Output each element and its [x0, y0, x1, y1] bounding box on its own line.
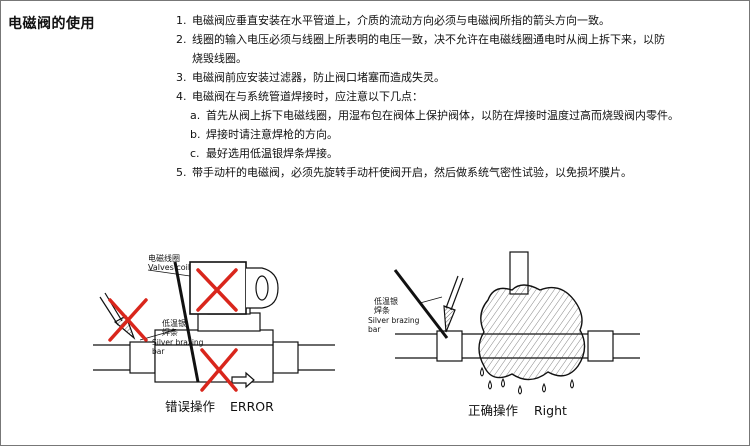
cross-icon: [200, 348, 238, 392]
error-labels: 电磁线圈 Valves coil 低温银 焊条 Silver brazing b…: [148, 253, 274, 414]
instruction-2-continued: 烧毁线圈。: [192, 52, 247, 65]
instruction-1: 1.电磁阀应垂直安装在水平管道上，介质的流动方向必须与电磁阀所指的箭头方向一致。: [176, 14, 610, 27]
instructions-list: 1.电磁阀应垂直安装在水平管道上，介质的流动方向必须与电磁阀所指的箭头方向一致。…: [176, 11, 736, 182]
error-caption-en: ERROR: [230, 399, 274, 414]
pipe: [93, 341, 335, 374]
instruction-4b: b.焊接时请注意焊枪的方向。: [190, 128, 338, 141]
svg-text:焊条: 焊条: [162, 327, 178, 337]
right-labels: 低温银 焊条 Silver brazing bar 正确操作 Right: [368, 296, 567, 418]
brazing-rod: [173, 261, 200, 383]
error-figure: [93, 261, 335, 389]
svg-text:Silver brazing: Silver brazing: [368, 316, 420, 325]
svg-text:焊条: 焊条: [374, 305, 390, 315]
torch: [99, 292, 136, 340]
right-figure: [393, 251, 640, 381]
instruction-2: 2.线圈的输入电压必须与线圈上所表明的电压一致，决不允许在电磁线圈通电时从阀上拆…: [176, 33, 665, 46]
instruction-4: 4.电磁阀在与系统管道焊接时，应注意以下几点：: [176, 90, 423, 103]
svg-text:Silver brazing: Silver brazing: [152, 338, 204, 347]
svg-text:低温银: 低温银: [374, 296, 398, 306]
section-title: 电磁阀的使用: [8, 16, 95, 32]
flow-arrow: [231, 371, 255, 389]
instruction-3: 3.电磁阀前应安装过滤器，防止阀口堵塞而造成失灵。: [176, 71, 445, 84]
error-crosses: [108, 268, 238, 392]
right-caption-cn: 正确操作: [468, 403, 519, 418]
svg-text:电磁线圈: 电磁线圈: [148, 253, 180, 263]
cross-icon: [196, 268, 238, 312]
water-drops: [480, 366, 574, 395]
instruction-4c: c.最好选用低温银焊条焊接。: [190, 147, 338, 160]
wet-cloth: [478, 284, 586, 381]
pipe: [395, 330, 640, 362]
svg-text:bar: bar: [152, 347, 165, 356]
svg-text:Valves coil: Valves coil: [148, 263, 190, 272]
torch: [443, 275, 464, 333]
error-caption-cn: 错误操作: [165, 399, 216, 414]
svg-text:低温银: 低温银: [162, 318, 186, 328]
instruction-4a: a.首先从阀上拆下电磁线圈，用湿布包在阀体上保护阀体，以防在焊接时温度过高而烧毁…: [190, 109, 679, 122]
right-caption-en: Right: [534, 403, 567, 418]
cross-icon: [108, 298, 148, 342]
brazing-rod: [393, 269, 449, 339]
svg-text:bar: bar: [368, 325, 381, 334]
instruction-5: 5.带手动杆的电磁阀，必须先旋转手动杆使阀开启，然后做系统气密性试验，以免损坏膜…: [176, 166, 632, 179]
